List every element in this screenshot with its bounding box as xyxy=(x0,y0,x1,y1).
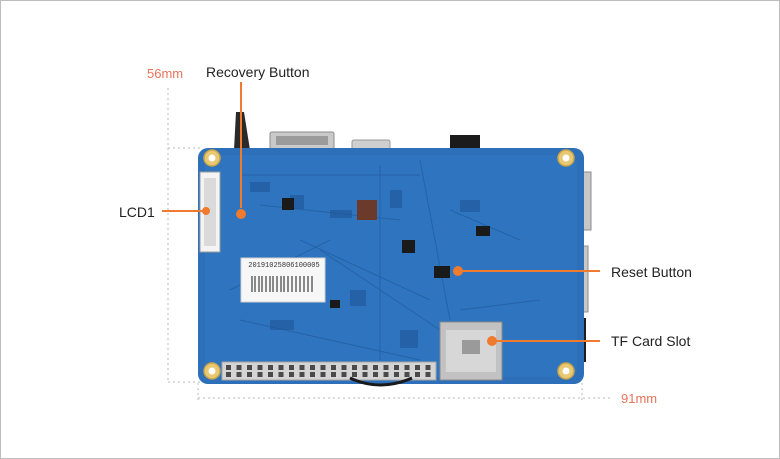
width-dimension-label: 91mm xyxy=(621,391,658,406)
hdmi-port xyxy=(269,131,335,153)
lcd1-label: LCD1 xyxy=(119,204,155,220)
serial-sticker xyxy=(240,257,326,303)
gpio-header xyxy=(221,361,437,381)
soc-chip xyxy=(357,200,377,220)
cable-loop xyxy=(349,376,413,387)
recovery-button-label: Recovery Button xyxy=(206,64,310,80)
reset-button-label: Reset Button xyxy=(611,264,692,280)
recovery-button-leader xyxy=(236,82,246,219)
small-chips xyxy=(282,198,490,308)
tf-card-slot xyxy=(439,321,503,381)
gpio-pins xyxy=(226,365,431,377)
audio-jack xyxy=(450,135,480,152)
sticker-serial-text: 20191025806100005 xyxy=(248,262,320,270)
tf-card-slot-label: TF Card Slot xyxy=(611,333,691,349)
mounting-holes xyxy=(203,149,575,380)
lcd1-connector xyxy=(199,171,221,253)
reset-button-leader xyxy=(453,266,600,276)
tf-card-slot-leader xyxy=(487,336,600,346)
height-dimension-line xyxy=(167,88,200,383)
lcd1-leader xyxy=(162,207,210,215)
width-dimension-line xyxy=(197,383,612,400)
height-dimension-label: 56mm xyxy=(147,66,184,81)
